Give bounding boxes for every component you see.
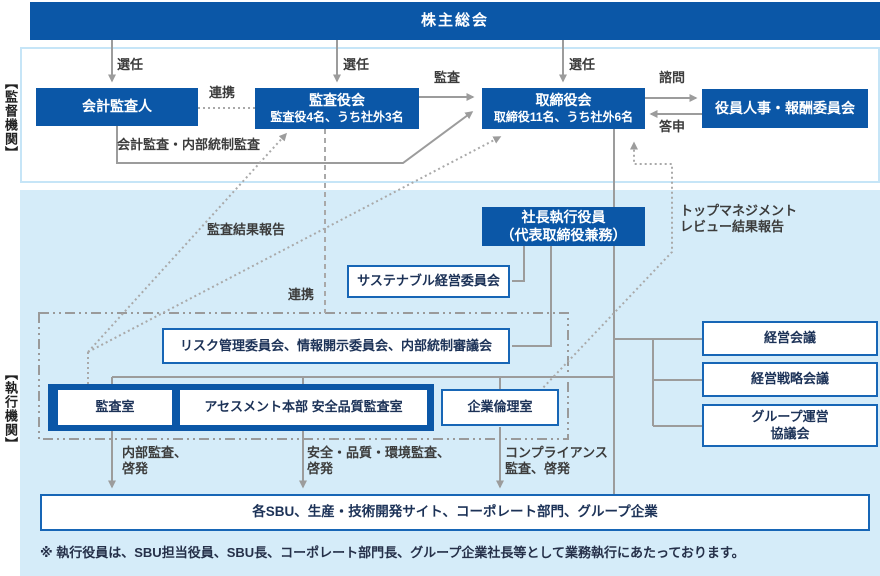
audit-office-label: 監査室 — [95, 399, 135, 415]
report-back-label: 答申 — [659, 119, 686, 134]
assessment-hq-box: アセスメント本部 安全品質監査室 — [180, 390, 427, 425]
safety-quality-env-audit-label: 安全・品質・環境監査、 啓発 — [307, 445, 451, 477]
management-meeting-label: 経営会議 — [763, 330, 816, 346]
assessment-hq-label: アセスメント本部 安全品質監査室 — [204, 399, 403, 415]
compliance-audit-awareness-label: コンプライアンス 監査、啓発 — [505, 445, 608, 477]
audit-label: 監査 — [434, 70, 461, 85]
audit-office-box: 監査室 — [58, 390, 172, 425]
president-title: 社長執行役員 — [521, 209, 606, 225]
top-management-review-label: トップマネジメント レビュー結果報告 — [680, 203, 798, 235]
appoint-audit-board-label: 選任 — [343, 57, 370, 72]
personnel-compensation-committee-box: 役員人事・報酬委員会 — [702, 89, 868, 128]
cooperation-mid-label: 連携 — [288, 287, 315, 302]
president-executive-officer-box: 社長執行役員 （代表取締役兼務） — [482, 207, 645, 246]
sbu-sites-box: 各SBU、生産・技術開発サイト、コーポレート部門、グループ企業 — [40, 494, 870, 531]
sustainable-committee-box: サステナブル経営委員会 — [347, 265, 510, 298]
personnel-compensation-committee-label: 役員人事・報酬委員会 — [715, 99, 855, 116]
risk-disclosure-control-label: リスク管理委員会、情報開示委員会、内部統制審議会 — [179, 337, 492, 353]
board-of-directors-box: 取締役会 取締役11名、うち社外6名 — [482, 88, 645, 129]
audit-board-subtitle: 監査役4名、うち社外3名 — [270, 109, 404, 124]
cooperation-top-label: 連携 — [209, 85, 236, 100]
board-of-directors-subtitle: 取締役11名、うち社外6名 — [493, 109, 634, 124]
footnote: ※ 執行役員は、SBU担当役員、SBU長、コーポレート部門長、グループ企業社長等… — [40, 545, 745, 560]
management-strategy-meeting-box: 経営戦略会議 — [702, 362, 878, 397]
accounting-internal-audit-label: 会計監査・内部統制監査 — [117, 137, 261, 152]
management-strategy-meeting-label: 経営戦略会議 — [750, 371, 829, 387]
accounting-auditor-label: 会計監査人 — [82, 98, 152, 115]
board-of-directors-title: 取締役会 — [535, 92, 592, 109]
supervisory-side-label: 【監督機関】 — [3, 76, 18, 160]
risk-disclosure-control-box: リスク管理委員会、情報開示委員会、内部統制審議会 — [162, 328, 510, 364]
corporate-ethics-office-label: 企業倫理室 — [467, 399, 533, 415]
consultation-label: 諮問 — [659, 70, 686, 85]
shareholders-meeting-bar: 株主総会 — [30, 2, 880, 40]
audit-board-box: 監査役会 監査役4名、うち社外3名 — [255, 88, 419, 129]
corporate-ethics-office-box: 企業倫理室 — [441, 389, 559, 426]
audit-result-report-label: 監査結果報告 — [207, 222, 286, 237]
appoint-board-label: 選任 — [569, 57, 596, 72]
group-operation-council-label: グループ運営 協議会 — [751, 409, 829, 441]
group-operation-council-box: グループ運営 協議会 — [702, 404, 878, 447]
sbu-sites-label: 各SBU、生産・技術開発サイト、コーポレート部門、グループ企業 — [252, 504, 658, 520]
president-subtitle: （代表取締役兼務） — [500, 226, 627, 243]
sustainable-committee-label: サステナブル経営委員会 — [357, 273, 500, 289]
audit-board-title: 監査役会 — [309, 92, 365, 109]
management-meeting-box: 経営会議 — [702, 321, 878, 356]
shareholders-meeting-label: 株主総会 — [420, 11, 489, 29]
internal-audit-awareness-label: 内部監査、 啓発 — [122, 445, 188, 477]
appoint-auditor-label: 選任 — [117, 57, 144, 72]
accounting-auditor-box: 会計監査人 — [36, 88, 198, 126]
executive-side-label: 【執行機関】 — [3, 367, 18, 451]
